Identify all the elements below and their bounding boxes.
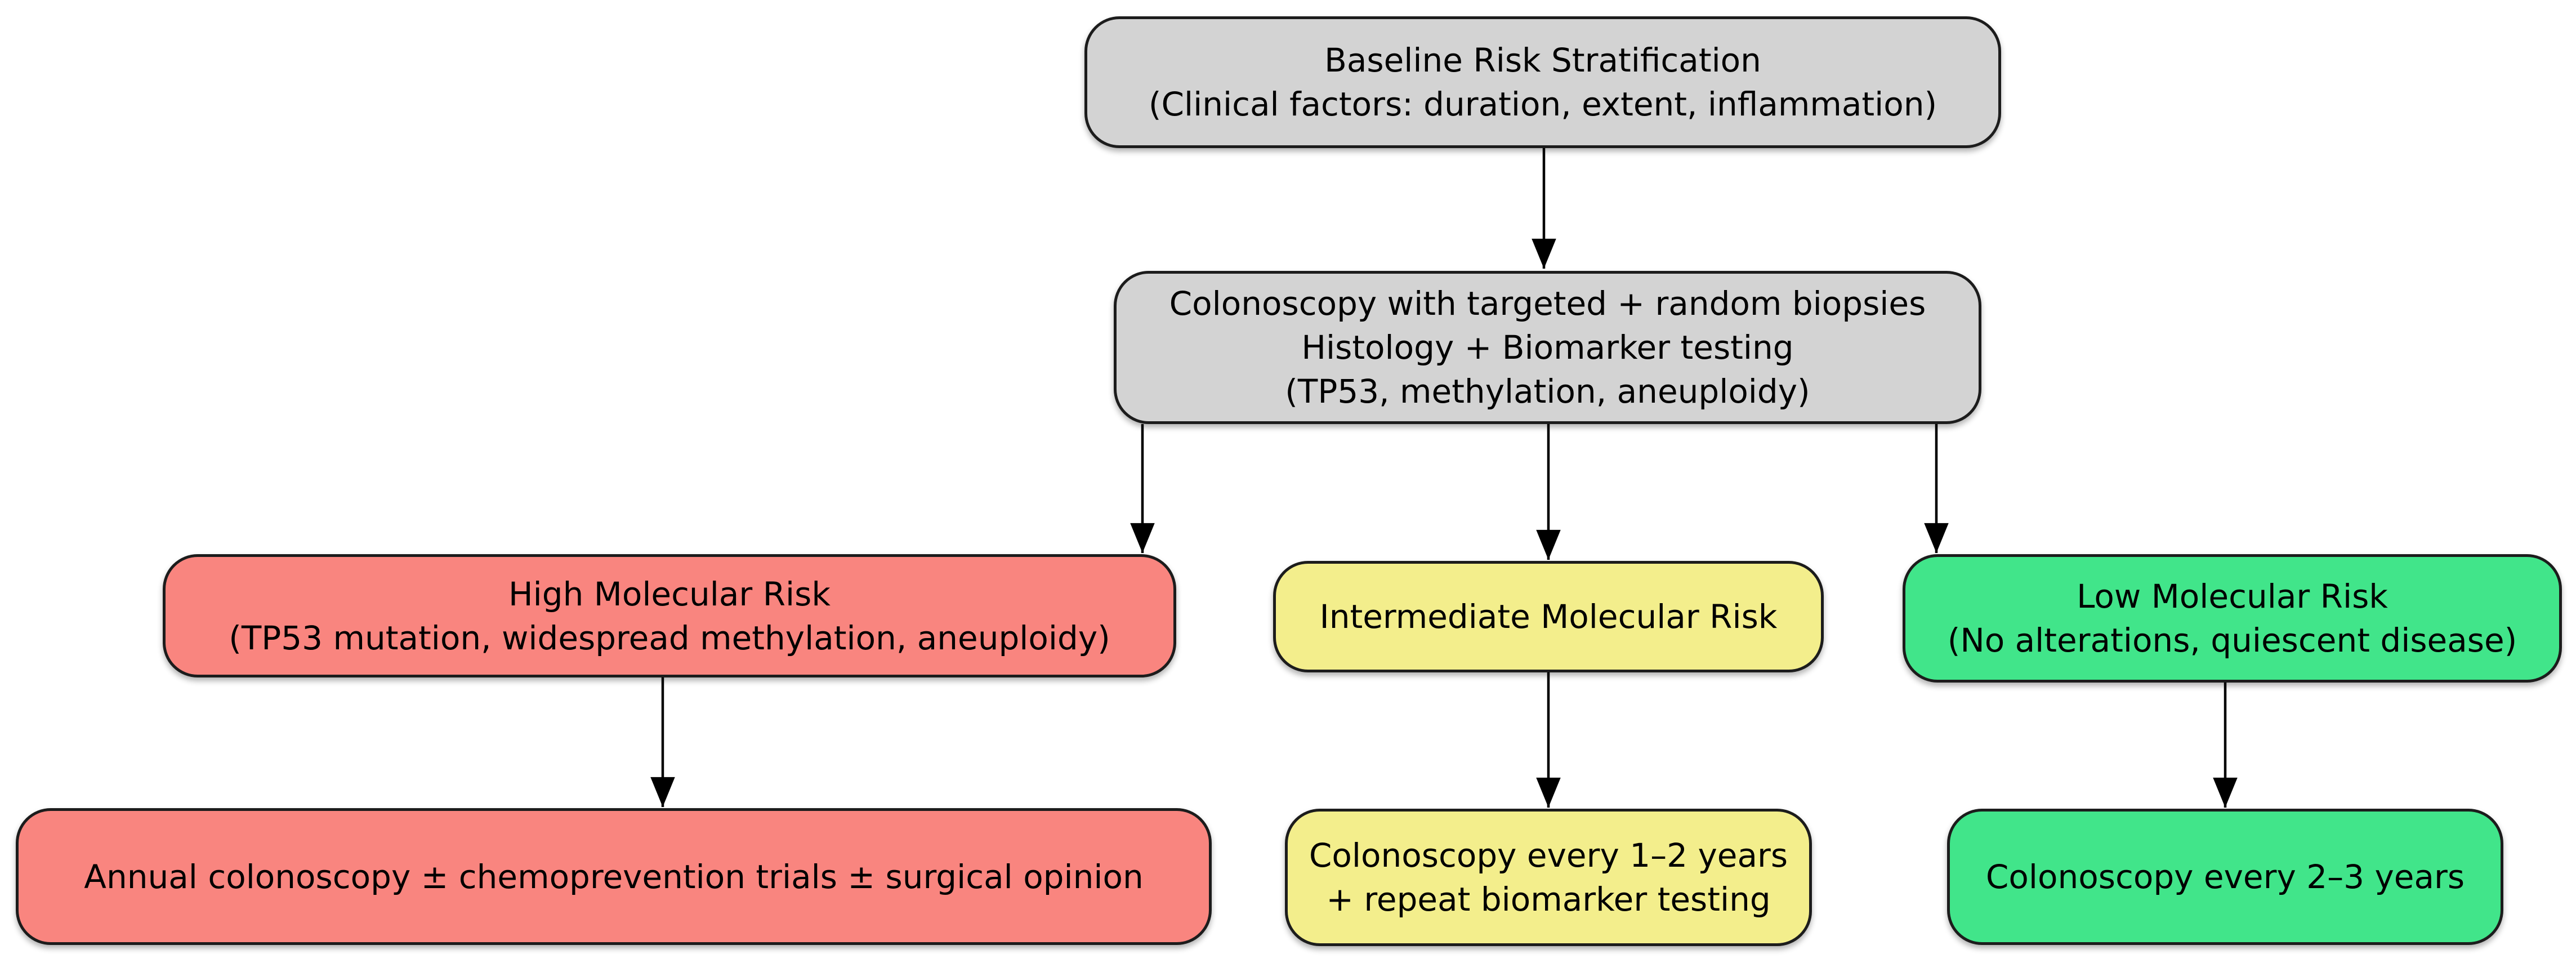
node-low-molecular-risk: Low Molecular Risk (No alterations, quie…: [1903, 554, 2562, 683]
node-low-risk-action-label: Colonoscopy every 2–3 years: [1985, 858, 2465, 896]
node-high-risk-action: Annual colonoscopy ± chemoprevention tri…: [16, 808, 1212, 945]
node-baseline-risk-stratification-label: Baseline Risk Stratification (Clinical f…: [1148, 41, 1937, 123]
node-baseline-risk-stratification: Baseline Risk Stratification (Clinical f…: [1084, 16, 2001, 148]
node-colonoscopy-workup-label: Colonoscopy with targeted + random biops…: [1169, 284, 1926, 411]
node-high-molecular-risk: High Molecular Risk (TP53 mutation, wide…: [163, 554, 1176, 677]
node-low-molecular-risk-label: Low Molecular Risk (No alterations, quie…: [1947, 577, 2517, 659]
node-intermediate-risk-action-label: Colonoscopy every 1–2 years + repeat bio…: [1309, 836, 1788, 919]
node-high-molecular-risk-label: High Molecular Risk (TP53 mutation, wide…: [229, 574, 1110, 657]
node-high-risk-action-label: Annual colonoscopy ± chemoprevention tri…: [84, 857, 1144, 896]
node-intermediate-risk-action: Colonoscopy every 1–2 years + repeat bio…: [1285, 809, 1812, 946]
node-intermediate-molecular-risk-label: Intermediate Molecular Risk: [1319, 598, 1778, 636]
node-low-risk-action: Colonoscopy every 2–3 years: [1947, 809, 2503, 945]
node-colonoscopy-workup: Colonoscopy with targeted + random biops…: [1114, 271, 1981, 424]
node-intermediate-molecular-risk: Intermediate Molecular Risk: [1273, 561, 1824, 672]
